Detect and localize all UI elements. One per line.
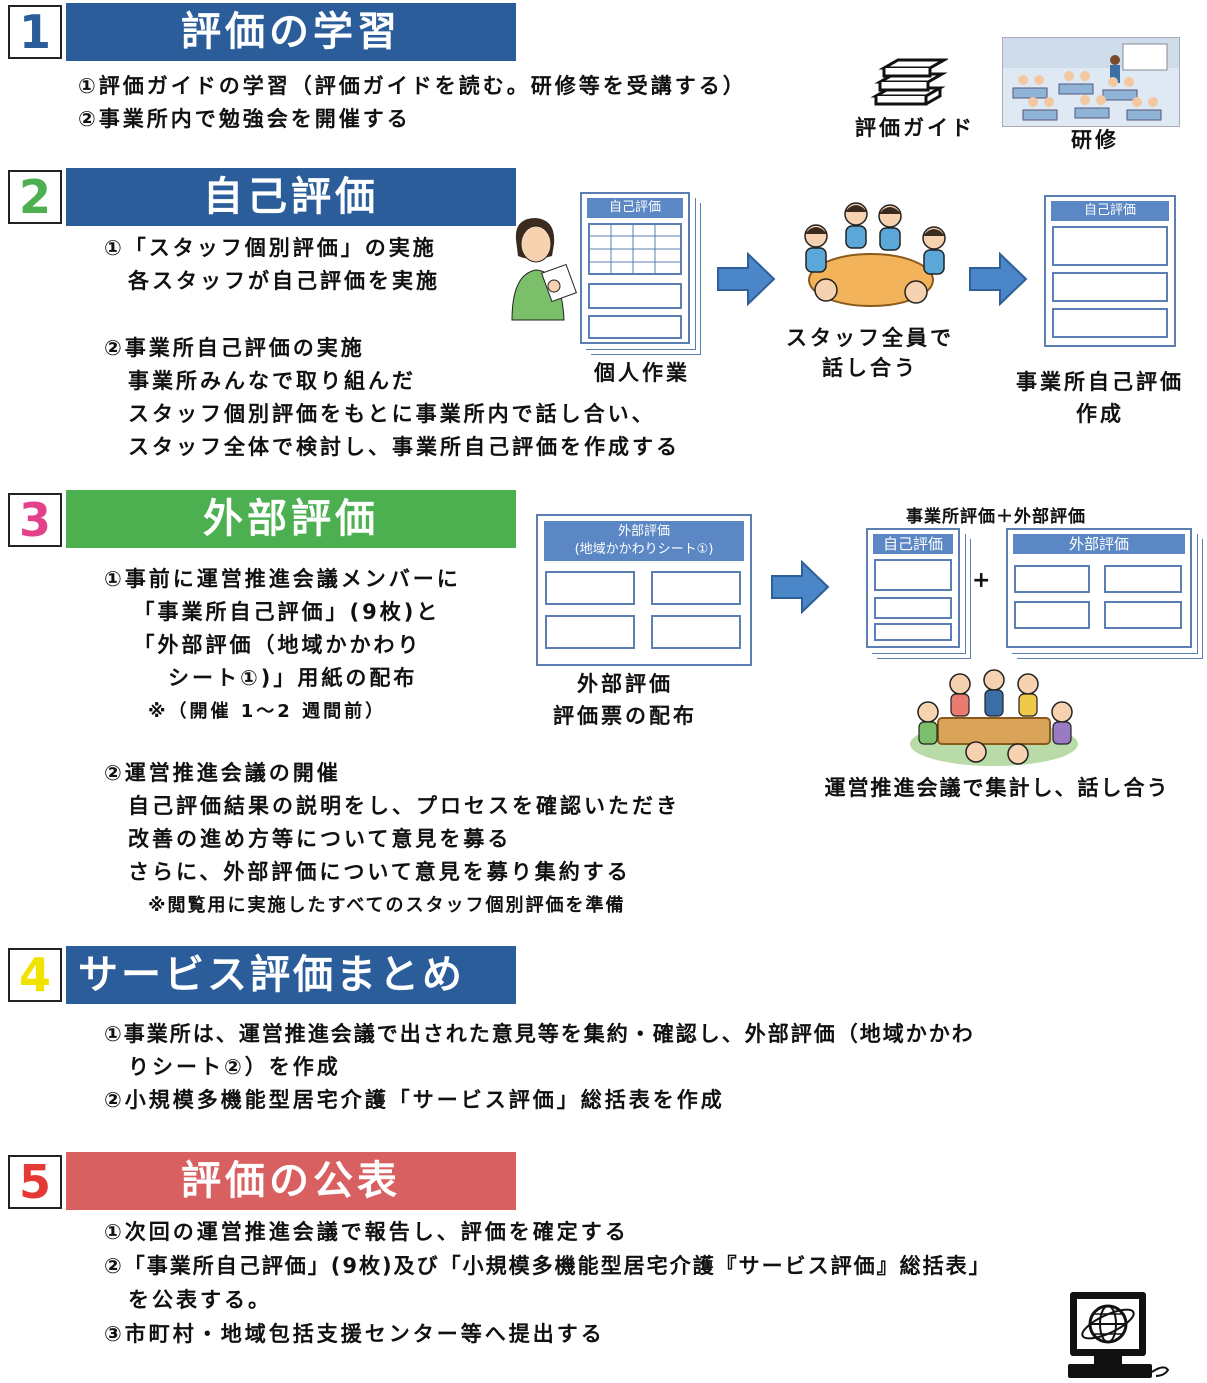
section4-line-1: ①事業所は、運営推進会議で出された意見等を集約・確認し、外部評価（地域かかわ [104,1022,975,1046]
external-sheet-header: 外部評価 (地域かかわりシート①) [544,521,744,561]
section-number-5: 5 [8,1155,62,1209]
promotion-meeting-illustration [906,662,1082,772]
combo-self-label: 自己評価 [873,534,953,554]
office-eval-caption-line1: 事業所自己評価 [1016,370,1184,394]
plus-sign: + [972,568,991,593]
staff-meeting-illustration [786,198,956,318]
section-title-4: サービス評価まとめ [66,946,516,1004]
doc-header-label: 自己評価 [1051,201,1169,221]
section3-line-6: 自己評価結果の説明をし、プロセスを確認いただき [104,794,680,818]
doc-header-label: 自己評価 [587,198,683,218]
book-stack-icon [868,52,948,114]
section4-line-2: りシート②）を作成 [104,1055,341,1079]
section5-line-3: を公表する。 [104,1288,272,1312]
section5-line-2: ②「事業所自己評価」(9枚)及び「小規模多機能型居宅介護『サービス評価』総括表」 [104,1254,992,1278]
training-room-illustration [1002,37,1180,127]
section3-line-2: 「事業所自己評価」(9枚)と [120,600,441,624]
guide-caption: 評価ガイド [855,116,975,140]
section3-line-4: シート①)」用紙の配布 [120,666,418,690]
combo-external-eval-sheet: 外部評価 [1006,528,1192,648]
woman-writing-illustration [502,212,582,322]
section-title-3: 外部評価 [66,490,516,548]
section2-line-2: 各スタッフが自己評価を実施 [104,269,440,293]
section2-line-3: ②事業所自己評価の実施 [104,336,365,360]
section-title-5: 評価の公表 [66,1152,516,1210]
section-title-1: 評価の学習 [66,3,516,61]
computer-globe-icon [1064,1290,1174,1382]
section3-line-3: 「外部評価（地域かかわり [120,633,422,657]
section3-line-1: ①事前に運営推進会議メンバーに [104,567,461,591]
section2-line-4: 事業所みんなで取り組んだ [104,369,416,393]
section3-note-1: ※（開催 1～2 週間前） [148,701,387,722]
external-eval-caption-line2: 評価票の配布 [553,704,697,728]
section3-line-5: ②運営推進会議の開催 [104,761,341,785]
office-self-eval-sheet: 自己評価 [1044,195,1176,347]
meeting-caption: 運営推進会議で集計し、話し合う [824,776,1170,800]
right-arrow-icon [770,560,830,614]
combo-external-label: 外部評価 [1013,534,1185,554]
office-eval-caption-line2: 作成 [1076,402,1124,426]
external-sheet-title: 外部評価 [617,524,670,539]
right-arrow-icon [968,252,1028,306]
section2-line-5: スタッフ個別評価をもとに事業所内で話し合い、 [104,402,656,426]
section2-line-1: ①「スタッフ個別評価」の実施 [104,236,437,260]
section5-line-4: ③市町村・地域包括支援センター等へ提出する [104,1322,605,1346]
section5-line-1: ①次回の運営推進会議で報告し、評価を確定する [104,1220,629,1244]
section3-line-7: 改善の進め方等について意見を募る [104,827,512,851]
external-eval-sheet: 外部評価 (地域かかわりシート①) [536,514,752,666]
section-title-2: 自己評価 [66,168,516,226]
section4-line-3: ②小規模多機能型居宅介護「サービス評価」総括表を作成 [104,1088,725,1112]
individual-work-caption: 個人作業 [594,361,690,385]
discussion-caption-line2: 話し合う [822,356,918,380]
section2-line-6: スタッフ全体で検討し、事業所自己評価を作成する [104,435,680,459]
self-eval-sheet-individual: 自己評価 [580,192,690,344]
external-eval-caption-line1: 外部評価 [577,672,673,696]
discussion-caption-line1: スタッフ全員で [786,326,954,350]
section1-line-1: ①評価ガイドの学習（評価ガイドを読む。研修等を受講する） [78,74,747,98]
combo-self-eval-sheet: 自己評価 [866,528,960,648]
training-caption: 研修 [1071,128,1119,152]
section3-line-8: さらに、外部評価について意見を募り集約する [104,860,631,884]
section-number-4: 4 [8,948,62,1002]
right-arrow-icon [716,252,776,306]
section-number-1: 1 [8,5,62,59]
external-sheet-subtitle: (地域かかわりシート①) [574,542,714,557]
section-number-2: 2 [8,170,62,224]
combo-title: 事業所評価＋外部評価 [906,507,1086,527]
section-number-3: 3 [8,493,62,547]
section3-note-2: ※閲覧用に実施したすべてのスタッフ個別評価を準備 [148,895,626,916]
section1-line-2: ②事業所内で勉強会を開催する [78,107,411,131]
